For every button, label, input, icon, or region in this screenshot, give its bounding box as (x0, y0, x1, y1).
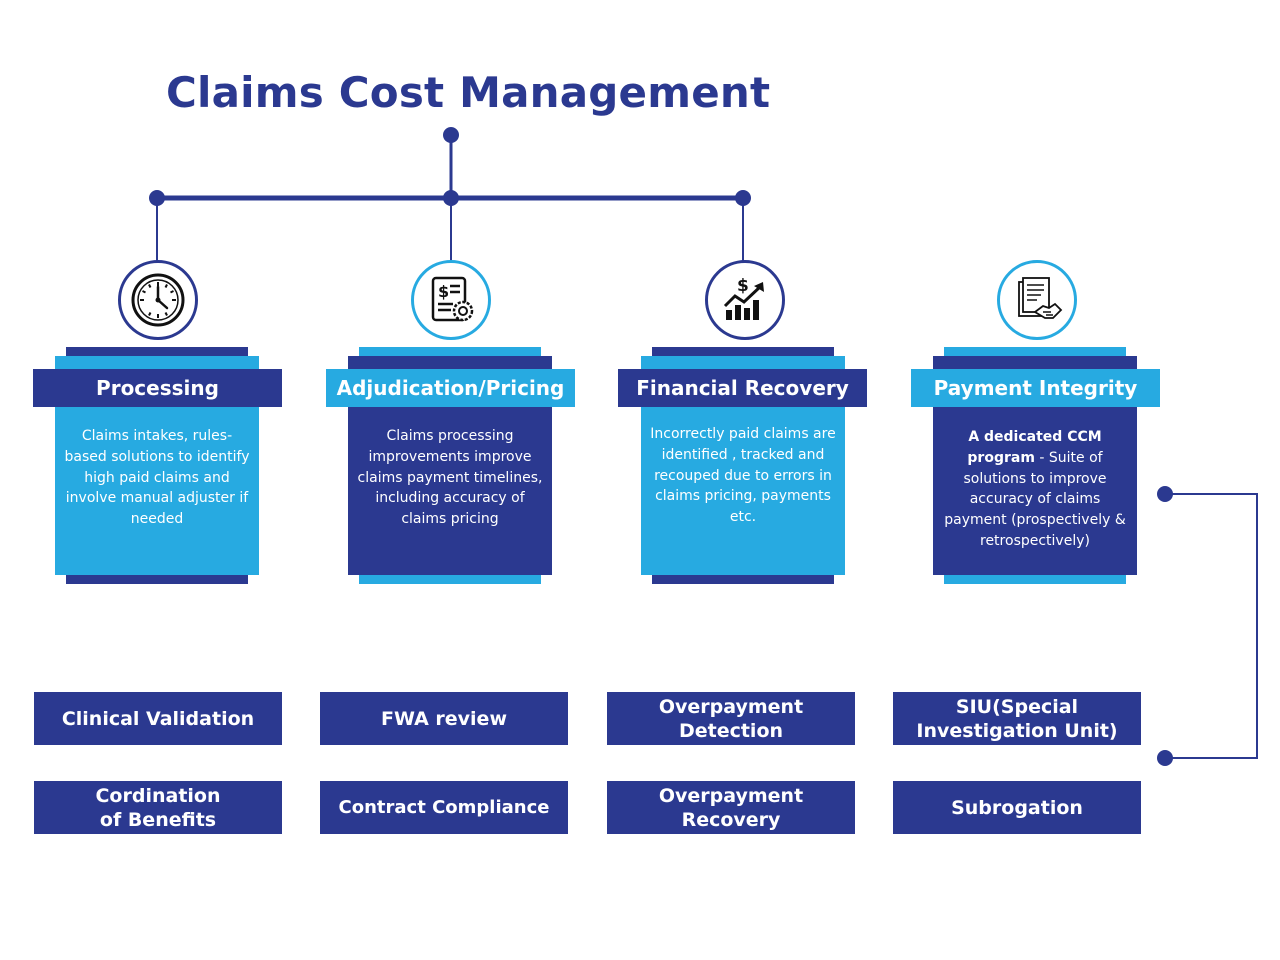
svg-text:$: $ (737, 276, 749, 296)
payment-integrity-bottom-bar (944, 575, 1126, 584)
adjudication-heading: Adjudication/Pricing (326, 369, 575, 407)
document-handshake-icon (997, 260, 1077, 340)
financial-recovery-top-bar (652, 347, 834, 356)
box-coordination-of-benefits: Cordination of Benefits (34, 781, 282, 834)
processing-top-bar (66, 347, 248, 356)
invoice-gear-icon: $ (411, 260, 491, 340)
diagram-title: Claims Cost Management (166, 68, 771, 117)
financial-recovery-heading: Financial Recovery (618, 369, 867, 407)
payment-integrity-bold-text: A dedicated CCM program (967, 429, 1102, 466)
box-overpayment-recovery: Overpayment Recovery (607, 781, 855, 834)
adjudication-top-bar (359, 347, 541, 356)
processing-bottom-bar (66, 575, 248, 584)
box-clinical-validation: Clinical Validation (34, 692, 282, 745)
svg-text:$: $ (438, 282, 449, 301)
box-siu: SIU(Special Investigation Unit) (893, 692, 1141, 745)
box-contract-compliance: Contract Compliance (320, 781, 568, 834)
financial-recovery-bottom-bar (652, 575, 834, 584)
clock-icon (118, 260, 198, 340)
payment-integrity-top-bar (944, 347, 1126, 356)
box-fwa-review: FWA review (320, 692, 568, 745)
box-subrogation: Subrogation (893, 781, 1141, 834)
processing-heading: Processing (33, 369, 282, 407)
adjudication-bottom-bar (359, 575, 541, 584)
dollar-growth-chart-icon: $ (705, 260, 785, 340)
payment-integrity-heading: Payment Integrity (911, 369, 1160, 407)
box-overpayment-detection: Overpayment Detection (607, 692, 855, 745)
